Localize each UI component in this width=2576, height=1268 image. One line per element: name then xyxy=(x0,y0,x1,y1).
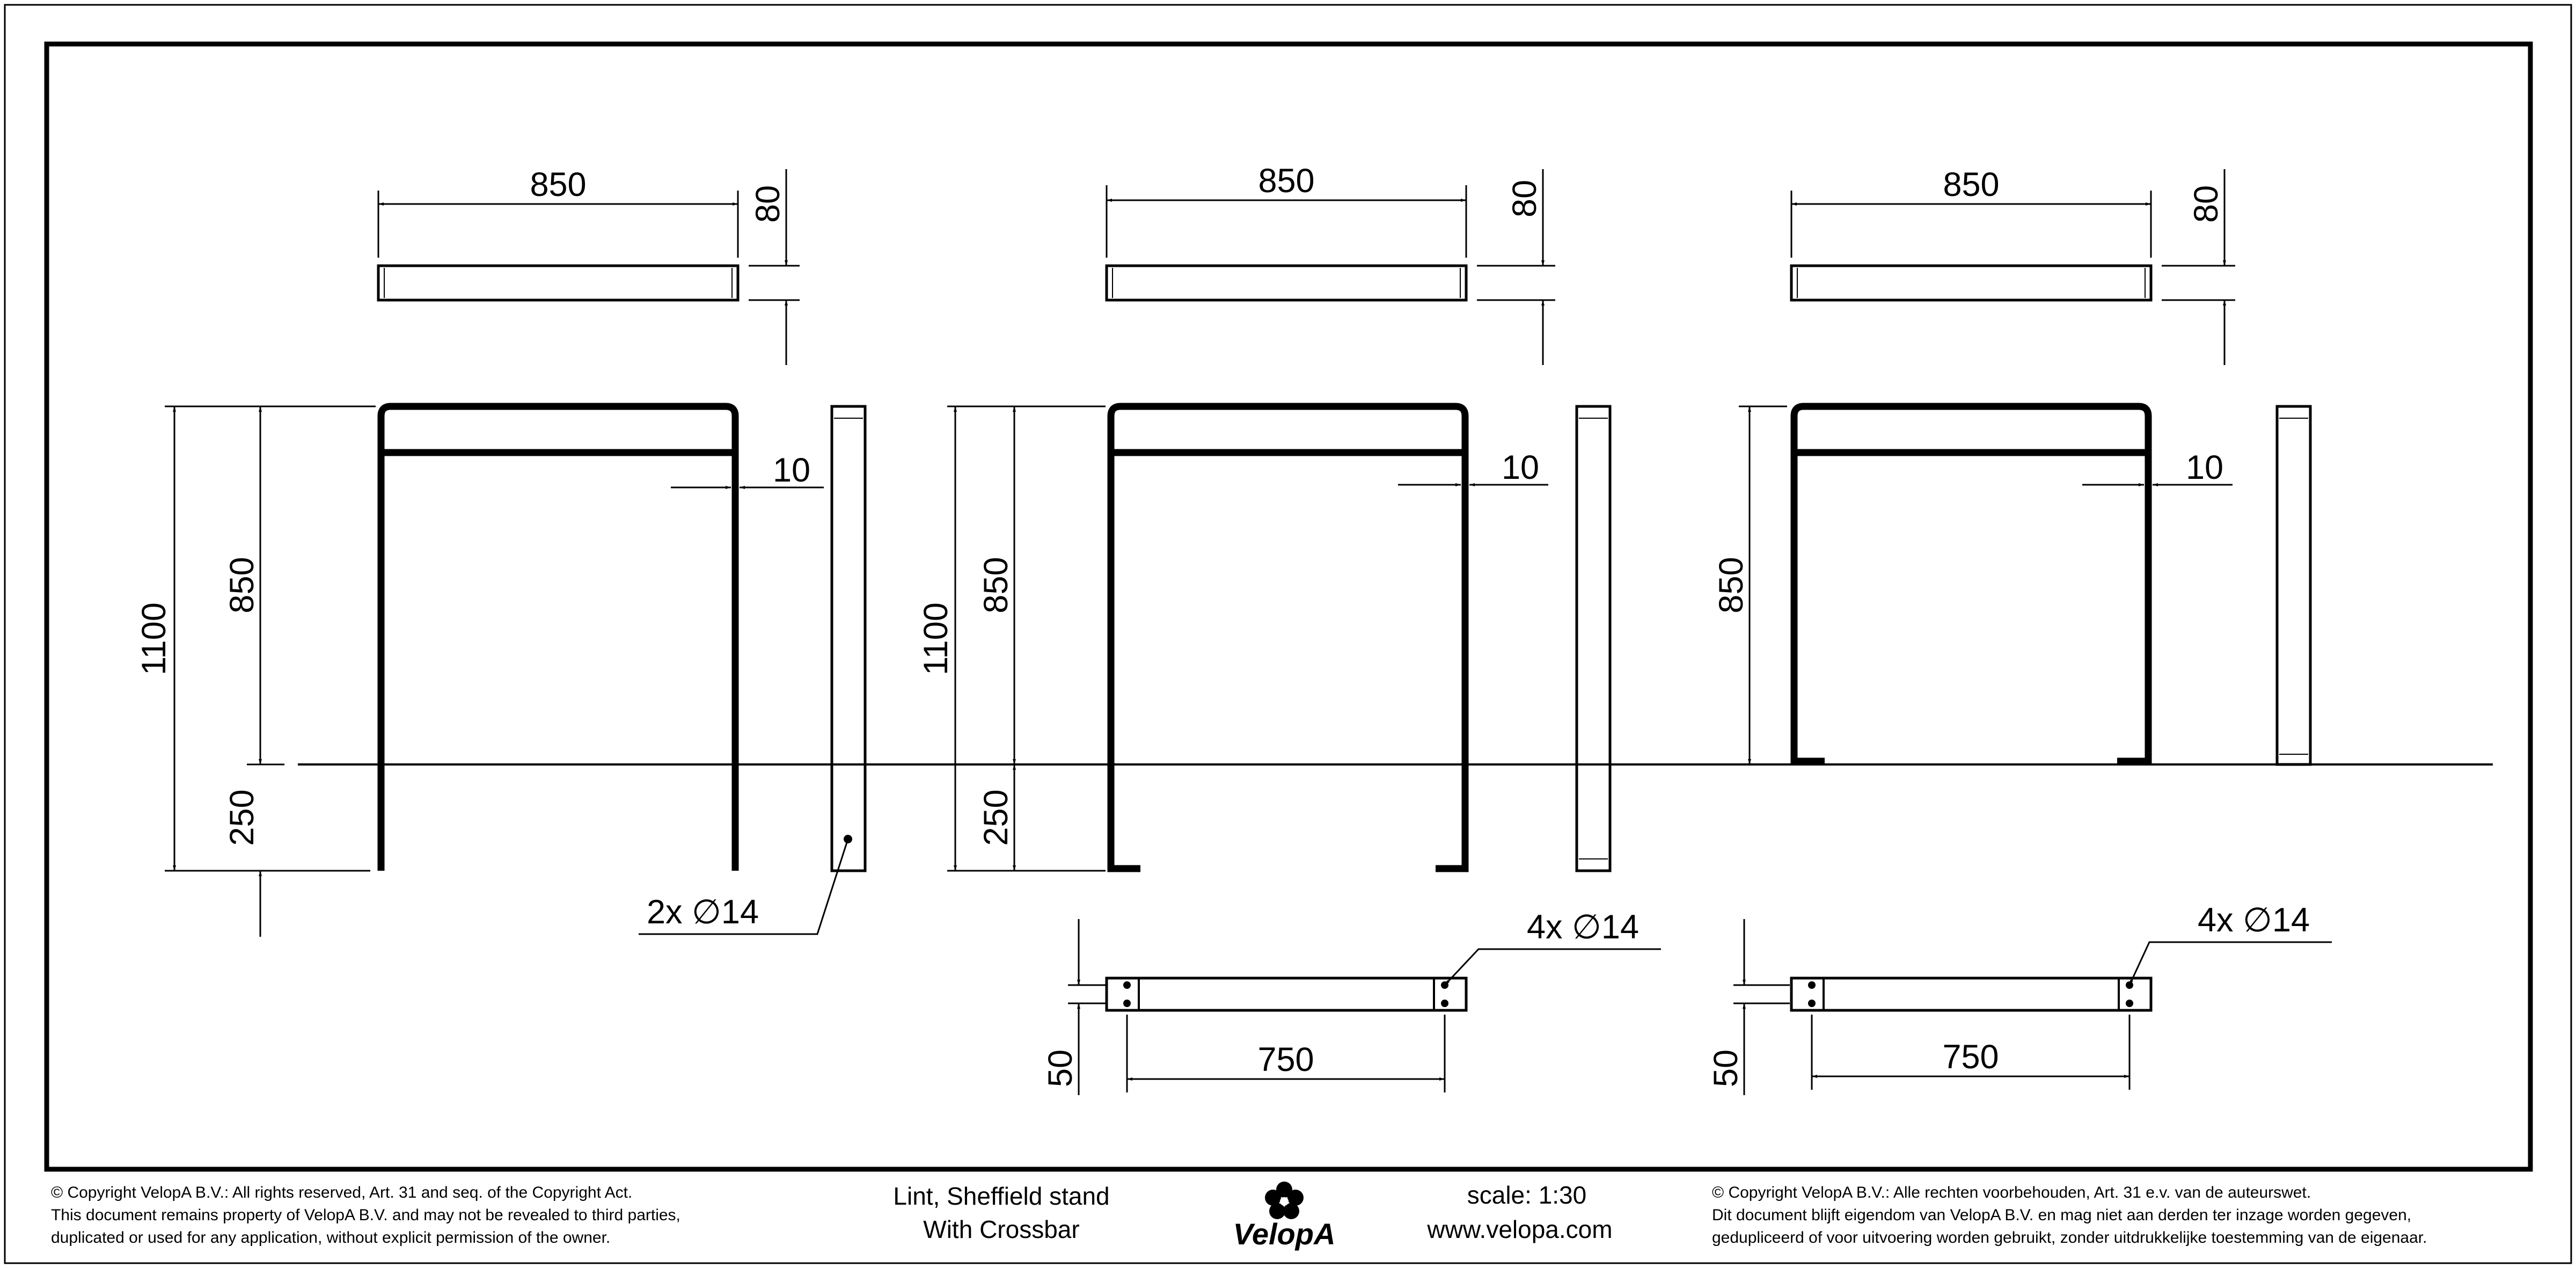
flower-icon xyxy=(1265,1182,1304,1219)
side-view-3 xyxy=(2275,405,2312,766)
front-view-2: 1100 850 250 10 xyxy=(917,403,1548,872)
copyright-nl-line-3: gedupliceerd of voor uitvoering worden g… xyxy=(1712,1229,2427,1247)
copyright-nl-line-2: Dit document blijft eigendom van VelopA … xyxy=(1712,1206,2411,1224)
dim-width: 850 xyxy=(530,166,586,203)
scale-label: scale: 1:30 xyxy=(1467,1181,1586,1209)
dim-above-ground: 850 xyxy=(1713,557,1750,613)
label-holes: 4x ∅14 xyxy=(1527,908,1639,946)
product-variant: With Crossbar xyxy=(923,1215,1079,1243)
side-view-1: 2x ∅14 xyxy=(639,405,867,935)
dim-plate-depth: 50 xyxy=(1707,1050,1745,1087)
dim-thickness: 80 xyxy=(1506,180,1543,217)
dim-hole-spacing: 750 xyxy=(1257,1041,1314,1078)
dim-overall-height: 1100 xyxy=(135,602,173,675)
label-holes: 2x ∅14 xyxy=(647,893,759,931)
dim-thickness: 80 xyxy=(2187,185,2225,223)
top-view-1: 850 80 xyxy=(377,166,800,365)
copyright-nl-line-1: © Copyright VelopA B.V.: Alle rechten vo… xyxy=(1712,1184,2311,1201)
drawing-frame xyxy=(44,41,2533,1172)
copyright-en-line-3: duplicated or used for any application, … xyxy=(51,1229,610,1247)
dim-above-ground: 850 xyxy=(223,557,261,613)
website: www.velopa.com xyxy=(1426,1215,1612,1243)
dim-width: 850 xyxy=(1943,166,1999,203)
product-name: Lint, Sheffield stand xyxy=(893,1182,1109,1210)
dim-hole-spacing: 750 xyxy=(1942,1038,1999,1076)
dim-wall: 10 xyxy=(2186,449,2223,486)
base-plate-view-2: 50 750 4x ∅14 xyxy=(1042,908,1661,1095)
dim-wall: 10 xyxy=(1502,449,1539,486)
outer-border xyxy=(4,4,2572,1264)
side-view-2 xyxy=(1575,405,1612,872)
dim-thickness: 80 xyxy=(749,185,787,223)
front-view-3: 850 10 xyxy=(1713,403,2233,765)
title-block: © Copyright VelopA B.V.: All rights rese… xyxy=(51,1181,2427,1251)
dim-plate-depth: 50 xyxy=(1042,1050,1079,1087)
view-3: 850 80 850 10 xyxy=(1707,166,2332,1095)
logo-text: VelopA xyxy=(1233,1217,1336,1251)
copyright-en-line-1: © Copyright VelopA B.V.: All rights rese… xyxy=(51,1184,632,1201)
view-1: 850 80 1100 850 250 10 xyxy=(135,166,867,937)
dim-below-ground: 250 xyxy=(223,789,261,846)
front-view-1: 1100 850 250 10 xyxy=(135,403,824,937)
top-view-3: 850 80 xyxy=(1790,166,2235,365)
label-holes: 4x ∅14 xyxy=(2198,901,2310,939)
top-view-2: 850 80 xyxy=(1105,162,1555,365)
dim-above-ground: 850 xyxy=(977,557,1015,613)
dim-wall: 10 xyxy=(773,451,810,489)
velopa-logo: VelopA xyxy=(1233,1182,1336,1251)
copyright-en-line-2: This document remains property of VelopA… xyxy=(51,1206,680,1224)
dim-overall-height: 1100 xyxy=(917,602,955,675)
base-plate-view-3: 50 750 4x ∅14 xyxy=(1707,901,2332,1095)
dim-below-ground: 250 xyxy=(977,789,1015,846)
view-2: 850 80 1100 850 250 10 xyxy=(917,162,1661,1095)
dim-width: 850 xyxy=(1258,162,1314,200)
